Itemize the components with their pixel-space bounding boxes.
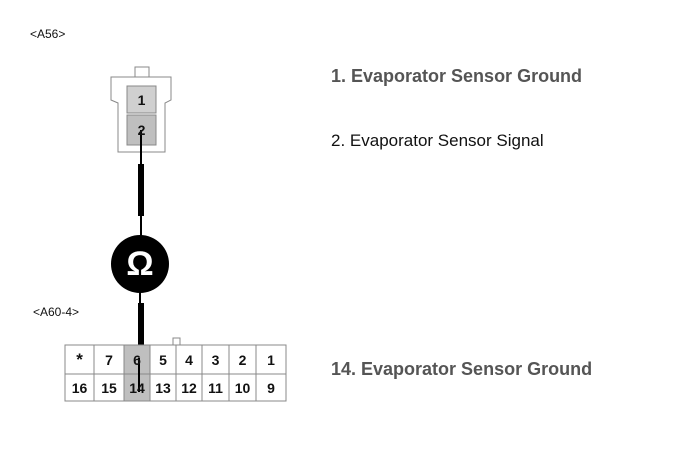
pin-2-description: 2. Evaporator Sensor Signal — [331, 131, 544, 150]
a60-pin-12: 12 — [181, 379, 197, 396]
ohm-sensor-icon — [111, 235, 169, 293]
ohm-symbol: Ω — [126, 244, 154, 283]
a60-pin-4: 4 — [185, 351, 193, 368]
a60-key — [172, 337, 181, 346]
a60-pin-3: 3 — [211, 351, 220, 368]
pin-1-description: 1. Evaporator Sensor Ground — [331, 66, 583, 86]
a56-pin-1-box — [126, 85, 157, 114]
a60-pin-1: 1 — [267, 351, 275, 368]
a60-pin-7: 7 — [105, 351, 113, 368]
a60-pin-15: 15 — [101, 379, 117, 396]
a60-pin-16: 16 — [71, 379, 88, 396]
connector-a60-label: <A60-4> — [33, 305, 80, 319]
a56-latch — [134, 66, 150, 78]
a60-pin-6: 6 — [133, 351, 141, 368]
a60-pin-6-highlight — [124, 345, 150, 374]
a60-pin-2: 2 — [238, 351, 247, 368]
a56-pin-1: 1 — [137, 91, 146, 108]
a60-pin-9: 9 — [267, 379, 275, 396]
a60-pin-10: 10 — [234, 379, 251, 396]
a60-pin-14: 14 — [129, 379, 145, 396]
a60-pin-11: 11 — [208, 379, 223, 396]
a56-pin-2: 2 — [137, 122, 146, 138]
a60-pin-5: 5 — [159, 351, 167, 368]
a60-pin-star: * — [76, 349, 83, 369]
a60-pin-13: 13 — [155, 379, 171, 396]
connector-a56-label: <A56> — [30, 27, 66, 41]
pin-14-description: 14. Evaporator Sensor Ground — [331, 359, 593, 379]
a60-pin-14-highlight — [124, 374, 150, 401]
